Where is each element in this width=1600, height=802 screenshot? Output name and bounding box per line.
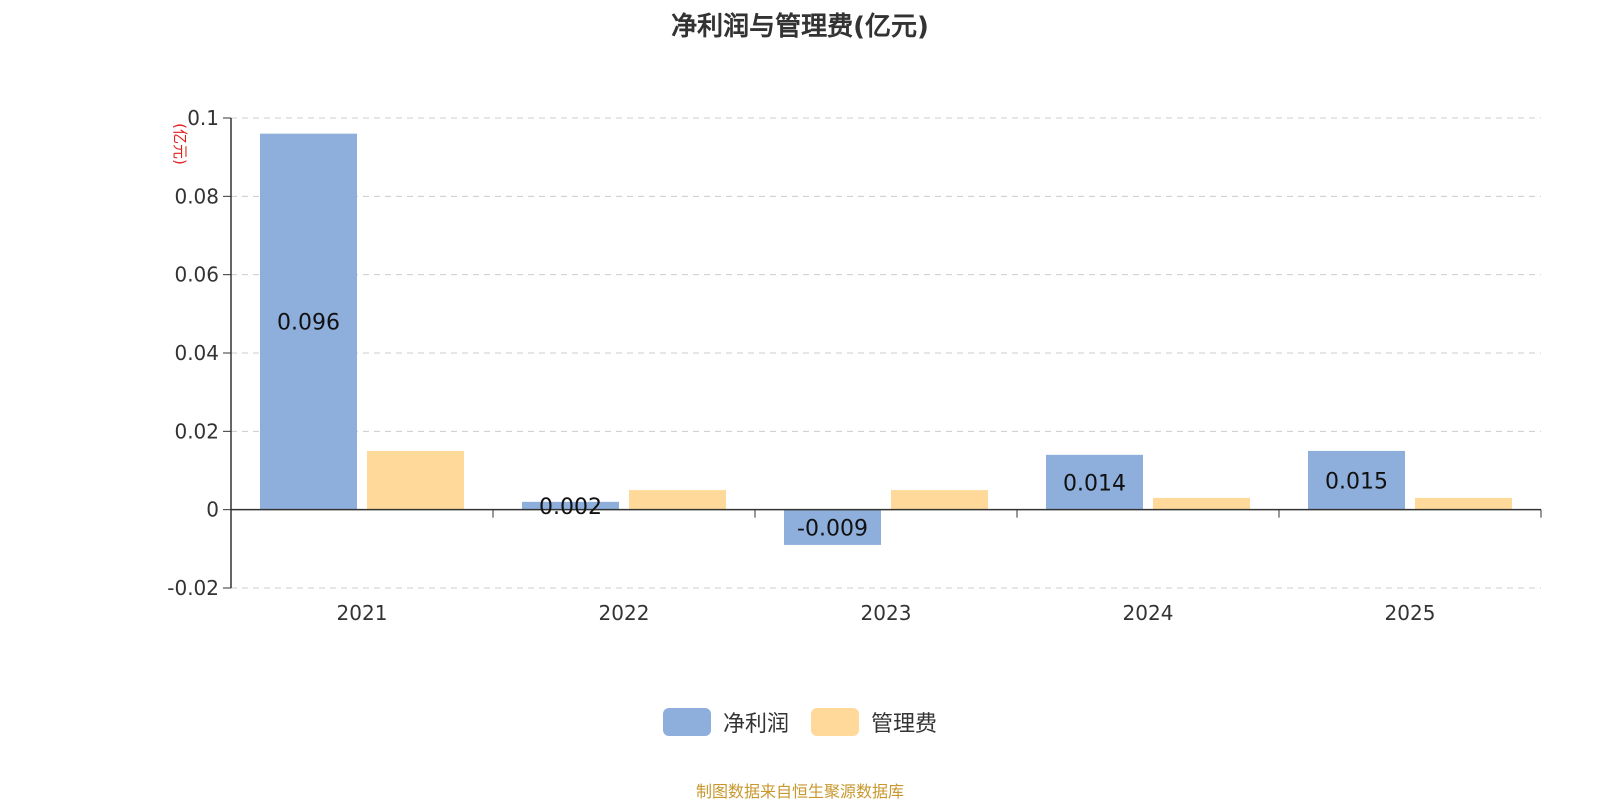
x-tick-label-2021: 2021: [337, 601, 388, 625]
x-tick-label-2023: 2023: [861, 601, 912, 625]
net-profit-value-label-2022: 0.002: [539, 495, 602, 520]
labels: -0.02 0 0.02 0.04 0.06 0.08 0.1(亿元) 0.096 2021 0.…: [167, 106, 1435, 625]
y-tick-label: 0.08: [174, 184, 219, 208]
legend-label-net-profit: 净利润: [722, 712, 789, 737]
legend-label-admin-fee: 管理费: [871, 712, 938, 737]
data-source-note: 制图数据来自恒生聚源数据库: [695, 782, 904, 801]
admin-fee-bar-2022: [629, 490, 726, 510]
admin-fee-bar-2021: [367, 450, 464, 510]
y-tick-label: 0: [206, 498, 219, 522]
x-tick-label-2022: 2022: [599, 601, 650, 625]
legend: 净利润 管理费: [0, 706, 1600, 738]
grid-lines: [231, 117, 1541, 589]
y-tick-label: 0.02: [174, 419, 219, 443]
legend-item-net-profit[interactable]: 净利润: [662, 706, 789, 738]
legend-item-admin-fee[interactable]: 管理费: [811, 706, 937, 738]
net-profit-bar-2024: [1046, 454, 1143, 510]
net-profit-bar-2021: [260, 133, 357, 510]
y-axis-unit-label: (亿元): [171, 123, 189, 165]
admin-fee-bar-2023: [891, 490, 988, 510]
admin-fee-bar-2024: [1153, 497, 1250, 510]
legend-swatch-admin-fee: [811, 708, 859, 736]
admin-fee-bar-2025: [1415, 497, 1512, 510]
y-tick-label: -0.02: [167, 576, 219, 600]
net-profit-bar-2023: [784, 509, 881, 545]
axes: [223, 117, 1542, 589]
bars: [260, 133, 1512, 545]
net-profit-value-label-2021: 0.096: [277, 311, 340, 336]
y-tick-label: 0.06: [174, 263, 219, 287]
net-profit-value-label-2023: -0.009: [797, 516, 868, 541]
x-tick-label-2025: 2025: [1385, 601, 1436, 625]
net-profit-bar-2022: [522, 501, 619, 510]
y-tick-label: 0.04: [174, 341, 219, 365]
net-profit-value-label-2025: 0.015: [1325, 469, 1388, 494]
net-profit-bar-2025: [1308, 450, 1405, 510]
net-profit-value-label-2024: 0.014: [1063, 471, 1126, 496]
y-tick-label: 0.1: [187, 106, 219, 130]
legend-swatch-net-profit: [662, 708, 711, 736]
x-tick-label-2024: 2024: [1123, 601, 1174, 625]
chart-title: 净利润与管理费(亿元): [671, 12, 929, 42]
